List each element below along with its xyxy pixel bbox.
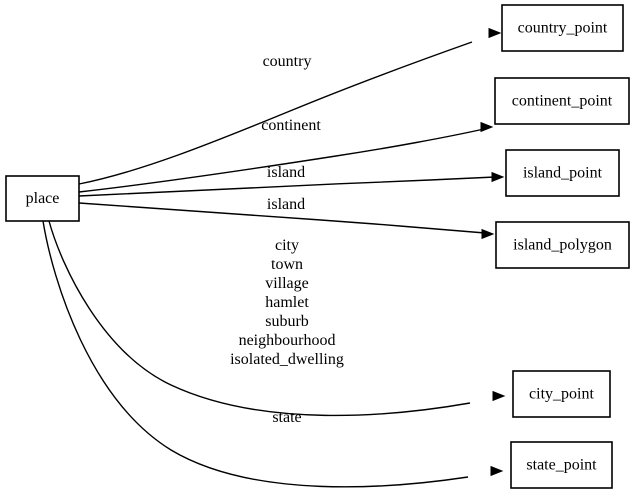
node-island_point-label: island_point: [523, 165, 603, 182]
node-island_point[interactable]: island_point: [505, 149, 620, 197]
arrowhead-icon: [491, 171, 505, 183]
edge-label-line: country: [263, 53, 312, 70]
node-continent_point-label: continent_point: [512, 93, 613, 110]
edges-layer: [42, 27, 506, 488]
node-city_point[interactable]: city_point: [512, 370, 611, 418]
node-place[interactable]: place: [5, 175, 80, 222]
edge-label-place-to-state_point: state: [272, 409, 301, 426]
node-city_point-box[interactable]: [512, 370, 611, 418]
arrowhead-icon: [490, 465, 504, 477]
edge-path-place-to-city_point: [48, 220, 471, 417]
node-island_polygon-label: island_polygon: [513, 237, 612, 254]
edge-label-place-to-island_polygon: island: [267, 196, 305, 213]
edge-place-to-state_point: [42, 220, 504, 488]
edge-label-place-to-country_point: country: [263, 53, 312, 70]
edge-label-line: island: [267, 196, 305, 213]
edge-labels-layer: country continent island island city town vill…: [230, 53, 344, 426]
edge-label-line: hamlet: [265, 294, 309, 311]
node-island_polygon-box[interactable]: [495, 221, 630, 269]
arrowhead-icon: [488, 27, 502, 39]
edge-label-place-to-city_point: city town village hamlet suburb neighbourhood…: [230, 237, 344, 368]
edge-label-line: island: [267, 164, 305, 181]
edge-label-line: neighbourhood: [239, 332, 336, 349]
edge-place-to-city_point: [48, 220, 506, 417]
nodes-layer: place country_point continent_point island_…: [5, 4, 630, 489]
edge-place-to-country_point: [78, 27, 502, 185]
node-continent_point-box[interactable]: [494, 77, 630, 125]
edge-path-place-to-country_point: [78, 41, 473, 185]
node-continent_point[interactable]: continent_point: [494, 77, 630, 125]
edge-label-line: isolated_dwelling: [230, 351, 344, 368]
edge-label-line: city: [275, 237, 299, 254]
edge-label-line: continent: [261, 117, 321, 134]
node-city_point-label: city_point: [529, 386, 594, 403]
edge-label-line: state: [272, 409, 301, 426]
edge-label-line: village: [265, 275, 309, 292]
node-state_point-label: state_point: [526, 457, 597, 474]
node-island_polygon[interactable]: island_polygon: [495, 221, 630, 269]
node-island_point-box[interactable]: [505, 149, 620, 197]
edge-path-place-to-island_point: [78, 176, 496, 197]
edge-place-to-island_point: [78, 171, 505, 197]
edge-path-place-to-state_point: [42, 220, 469, 488]
node-country_point-box[interactable]: [501, 4, 624, 52]
node-state_point-box[interactable]: [510, 441, 613, 489]
edge-label-place-to-continent_point: continent: [261, 117, 321, 134]
node-place-box[interactable]: [5, 175, 80, 222]
node-country_point[interactable]: country_point: [501, 4, 624, 52]
node-place-label: place: [26, 190, 60, 207]
arrowhead-icon: [481, 228, 495, 240]
edge-label-place-to-island_point: island: [267, 164, 305, 181]
node-state_point[interactable]: state_point: [510, 441, 613, 489]
edge-place-to-continent_point: [78, 121, 494, 193]
node-country_point-label: country_point: [518, 20, 608, 37]
arrowhead-icon: [480, 121, 494, 133]
arrowhead-icon: [492, 390, 506, 402]
edge-label-line: town: [271, 256, 303, 273]
edge-path-place-to-continent_point: [78, 128, 485, 193]
edge-place-to-island_polygon: [78, 202, 495, 240]
edge-path-place-to-island_polygon: [78, 202, 486, 234]
edge-label-line: suburb: [265, 313, 309, 330]
